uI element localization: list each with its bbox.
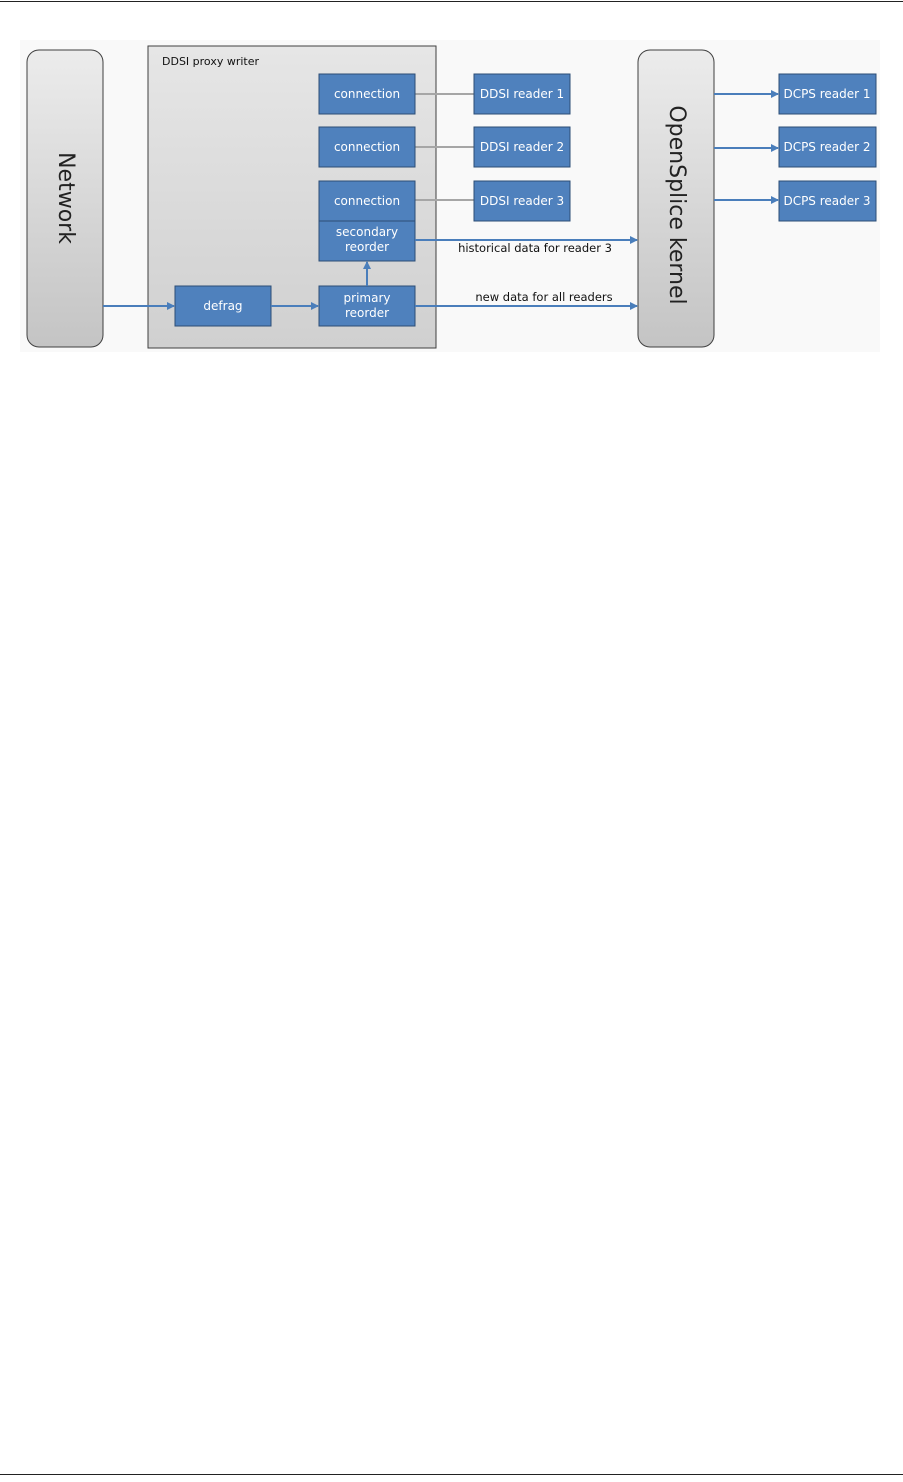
primary-reorder-line1: primary [344, 291, 391, 305]
ddsi-reader-label-3: DDSI reader 3 [480, 194, 564, 208]
dcps-reader-box-1: DCPS reader 1 [778, 73, 877, 115]
defrag-label: defrag [203, 299, 242, 313]
dcps-reader-label-1: DCPS reader 1 [783, 87, 870, 101]
ddsi-reader-label-1: DDSI reader 1 [480, 87, 564, 101]
dataflow-diagram: Network DDSI proxy writer OpenSplice ker… [20, 40, 880, 352]
network-pillar [26, 49, 104, 348]
secondary-reorder-line2: reorder [345, 240, 389, 254]
dcps-reader-label-2: DCPS reader 2 [783, 140, 870, 154]
ddsi-reader-label-2: DDSI reader 2 [480, 140, 564, 154]
connection-box-2: connection [318, 126, 416, 168]
proxy-writer-label: DDSI proxy writer [162, 55, 259, 68]
connection-label-1: connection [334, 87, 400, 101]
dcps-reader-box-3: DCPS reader 3 [778, 180, 877, 222]
kernel-label: OpenSplice kernel [664, 105, 689, 304]
primary-reorder-line2: reorder [345, 306, 389, 320]
connection-box-3: connection [318, 180, 416, 222]
ddsi-reader-box-2: DDSI reader 2 [473, 126, 571, 168]
footer-rule [0, 1474, 903, 1475]
dcps-reader-label-3: DCPS reader 3 [783, 194, 870, 208]
kernel-pillar [637, 49, 715, 348]
ddsi-reader-box-3: DDSI reader 3 [473, 180, 571, 222]
historical-data-label: historical data for reader 3 [458, 241, 612, 255]
connection-box-1: connection [318, 73, 416, 115]
new-data-label: new data for all readers [475, 290, 612, 304]
secondary-reorder-box: secondary reorder [318, 220, 416, 262]
defrag-box: defrag [174, 285, 272, 327]
header-rule [0, 1, 903, 2]
primary-reorder-box: primary reorder [318, 285, 416, 327]
connection-label-2: connection [334, 140, 400, 154]
dcps-reader-box-2: DCPS reader 2 [778, 126, 877, 168]
network-label: Network [53, 152, 78, 244]
ddsi-reader-box-1: DDSI reader 1 [473, 73, 571, 115]
connection-label-3: connection [334, 194, 400, 208]
secondary-reorder-line1: secondary [336, 225, 398, 239]
